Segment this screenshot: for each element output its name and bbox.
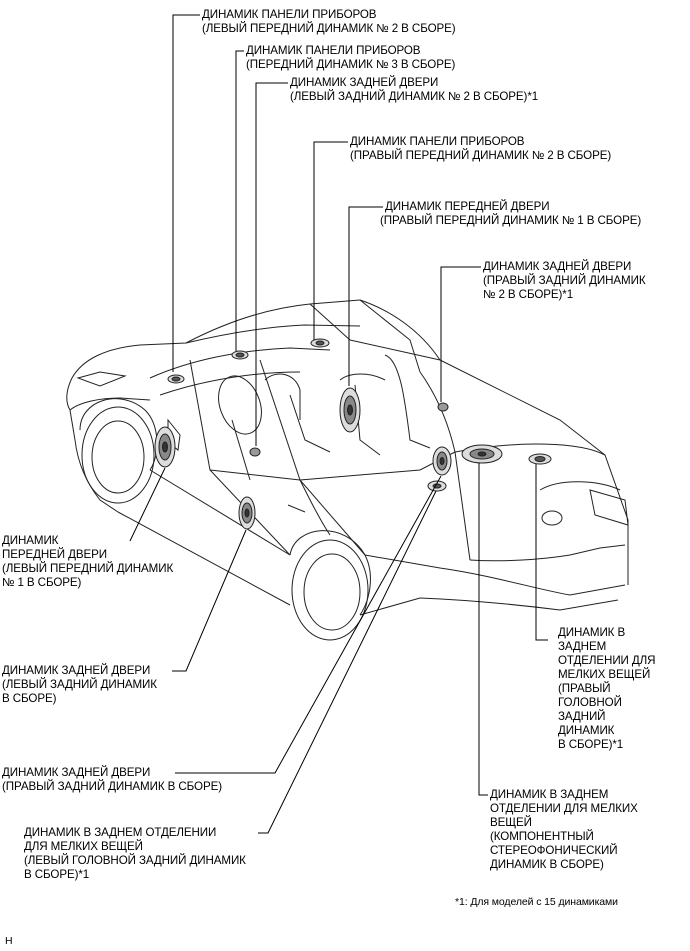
footnote: *1: Для моделей с 15 динамиками (455, 896, 618, 908)
speaker-rear-door-left-2 (249, 447, 261, 457)
speaker-dash-right (310, 338, 330, 348)
label-dash-center: ДИНАМИК ПАНЕЛИ ПРИБОРОВ (ПЕРЕДНИЙ ДИНАМИ… (246, 44, 456, 71)
car-body (66, 299, 629, 641)
speaker-rear-door-right (432, 446, 452, 476)
label-rear-door-left: ДИНАМИК ЗАДНЕЙ ДВЕРИ (ЛЕВЫЙ ЗАДНИЙ ДИНАМ… (2, 664, 157, 705)
label-package-center: ДИНАМИК В ЗАДНЕМ ОТДЕЛЕНИИ ДЛЯ МЕЛКИХ ВЕ… (490, 788, 638, 871)
label-dash-left: ДИНАМИК ПАНЕЛИ ПРИБОРОВ (ЛЕВЫЙ ПЕРЕДНИЙ … (202, 8, 456, 35)
speaker-dash-left (167, 374, 185, 384)
label-rear-door-right-2: ДИНАМИК ЗАДНЕЙ ДВЕРИ (ПРАВЫЙ ЗАДНИЙ ДИНА… (483, 260, 646, 301)
speaker-dash-center (231, 350, 249, 360)
speaker-rear-door-right-2 (437, 402, 449, 412)
speaker-rear-door-left (238, 496, 256, 530)
label-package-left: ДИНАМИК В ЗАДНЕМ ОТДЕЛЕНИИ ДЛЯ МЕЛКИХ ВЕ… (24, 826, 246, 881)
label-front-door-right: ДИНАМИК ПЕРЕДНЕЙ ДВЕРИ (ПРАВЫЙ ПЕРЕДНИЙ … (380, 200, 642, 227)
label-rear-door-left-2: ДИНАМИК ЗАДНЕЙ ДВЕРИ (ЛЕВЫЙ ЗАДНИЙ ДИНАМ… (290, 76, 539, 103)
speaker-front-door-left (154, 426, 176, 468)
label-package-right: ДИНАМИК В ЗАДНЕМ ОТДЕЛЕНИИ ДЛЯ МЕЛКИХ ВЕ… (558, 626, 656, 751)
speakers (154, 338, 552, 530)
speaker-package-right (528, 453, 552, 465)
speaker-front-door-right (339, 387, 361, 433)
label-dash-right: ДИНАМИК ПАНЕЛИ ПРИБОРОВ (ПРАВЫЙ ПЕРЕДНИЙ… (350, 135, 612, 162)
speaker-package-center (461, 444, 503, 464)
corner-code: H (5, 935, 13, 947)
leader-lines (129, 14, 548, 834)
label-rear-door-right: ДИНАМИК ЗАДНЕЙ ДВЕРИ (ПРАВЫЙ ЗАДНИЙ ДИНА… (2, 766, 222, 793)
label-front-door-left: ДИНАМИК ПЕРЕДНЕЙ ДВЕРИ (ЛЕВЫЙ ПЕРЕДНИЙ Д… (2, 534, 174, 589)
